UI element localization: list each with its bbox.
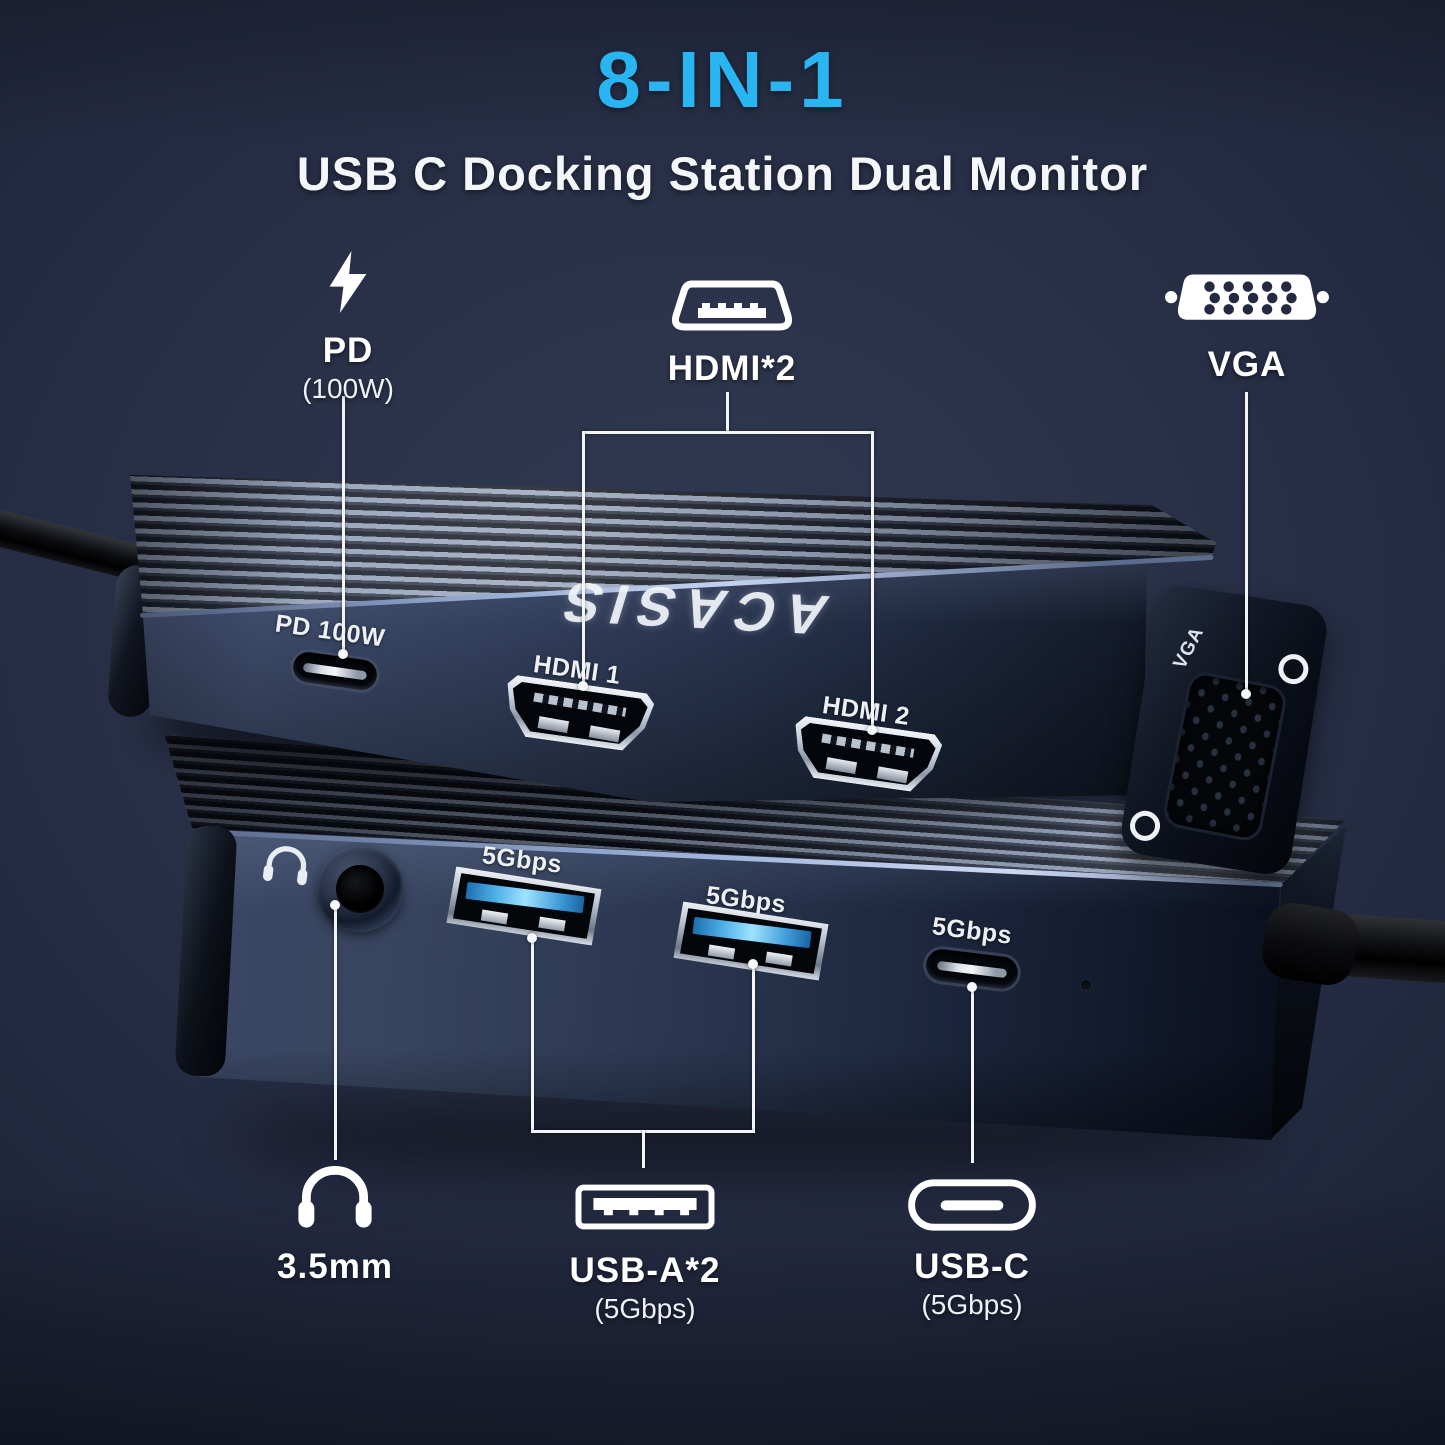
status-led [1081,980,1091,990]
hdmi-contact [537,716,569,733]
leader-line-vga [1245,392,1248,693]
callout-pd: PD (100W) [258,246,438,405]
leader-line-pd [342,396,345,652]
leader-line-audio [334,908,337,1160]
callout-usb-c-label: USB-C [914,1247,1030,1286]
usb-a-connector-icon [574,1176,716,1243]
usb-a-contact [765,952,792,967]
vga-screw-hole [1127,808,1163,843]
usb-a-contact [481,910,508,925]
leader-dot-usba2 [748,959,758,969]
hdmi-contact [825,757,857,774]
audio-jack-hole [336,865,384,913]
usb-a-contact [708,945,735,960]
hdmi-contact [877,766,909,783]
leader-line-hdmi2 [871,431,874,730]
callout-pd-sub: (100W) [302,373,394,404]
leader-dot-usba1 [527,933,537,943]
audio-jack-3-5mm [317,846,403,932]
usb-c-data-port-tongue [936,960,1008,979]
page-subtitle: USB C Docking Station Dual Monitor [296,147,1149,200]
leader-line-hdmi-stem [726,392,729,433]
leader-line-usba2 [752,967,755,1132]
vga-port [1164,672,1286,841]
usb-a-port-1-tongue [465,882,584,913]
callout-audio-label: 3.5mm [277,1247,393,1286]
leader-line-usba1 [531,941,534,1132]
usb-c-pd-port-tongue [302,662,368,681]
vga-screw-hole [1276,651,1311,687]
leader-line-usba-stem [642,1130,645,1168]
callout-pd-label: PD [322,331,374,370]
callout-usb-a-label: USB-A*2 [569,1251,721,1290]
callout-hdmi: HDMI*2 [632,276,832,389]
callout-vga: VGA [1147,264,1347,385]
vga-side-label: VGA [1169,623,1209,673]
headphones-icon [291,1164,379,1239]
headphones-print-icon [259,842,312,894]
callout-usb-c: USB-C (5Gbps) [872,1176,1072,1321]
callout-hdmi-label: HDMI*2 [667,349,797,388]
page-title: 8-IN-1 [596,35,849,124]
hdmi-port-2-inner [795,722,936,788]
leader-line-hdmi-bar [582,431,874,434]
callout-usb-a-sub: (5Gbps) [594,1293,696,1324]
leader-dot-hdmi2 [867,725,877,735]
hdmi-contact [589,725,621,742]
callout-usb-a: USB-A*2 (5Gbps) [545,1176,745,1325]
callout-usb-c-sub: (5Gbps) [921,1289,1023,1320]
leader-line-usbc [971,990,974,1163]
usb-a-contact [538,917,565,932]
usb-a-port-2-tongue [692,917,811,948]
leader-dot-vga [1241,689,1251,699]
hdmi-port-1-pins [533,693,626,717]
leader-dot-audio [330,900,340,910]
hdmi-port-2-pins [821,734,914,758]
leader-dot-hdmi1 [578,681,588,691]
leader-line-hdmi1 [582,431,585,687]
callout-audio: 3.5mm [245,1164,425,1287]
lightning-icon [325,246,371,323]
hdmi-port-1-inner [507,681,648,747]
leader-dot-pd [338,649,348,659]
vga-connector-icon [1158,264,1336,337]
leader-dot-usbc [967,982,977,992]
hdmi-connector-icon [662,276,802,341]
usb-c-connector-icon [907,1176,1037,1239]
callout-vga-label: VGA [1207,345,1287,384]
